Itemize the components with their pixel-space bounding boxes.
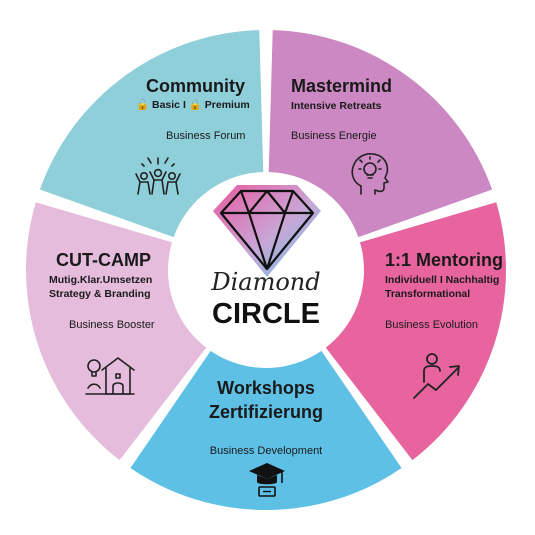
person-growth-icon bbox=[413, 353, 460, 399]
tier-basic: Basic bbox=[152, 99, 181, 111]
lock-closed-icon: 🔒 bbox=[188, 99, 202, 111]
head-lightbulb-icon bbox=[351, 153, 389, 195]
tier-premium: Premium bbox=[204, 99, 250, 111]
workshops-title-1: Workshops bbox=[217, 378, 315, 398]
mastermind-tagline: Business Energie bbox=[291, 130, 377, 142]
workshops-tagline: Business Development bbox=[209, 445, 323, 457]
mentoring-subtitle-1: Individuell I Nachhaltig bbox=[385, 274, 500, 286]
segment-community bbox=[39, 30, 264, 240]
mastermind-subtitle: Intensive Retreats bbox=[291, 100, 382, 112]
brand-script: Diamond bbox=[211, 268, 321, 296]
community-tiers: 🔓 Basic I 🔒 Premium bbox=[136, 98, 250, 112]
segment-workshops bbox=[130, 345, 402, 510]
mentoring-title: 1:1 Mentoring bbox=[385, 250, 504, 270]
mentoring-tagline: Business Evolution bbox=[385, 319, 478, 331]
mastermind-title: Mastermind bbox=[291, 76, 393, 96]
workshops-title-2: Zertifizierung bbox=[208, 402, 323, 422]
community-title: Community bbox=[146, 76, 245, 96]
brand-main: CIRCLE bbox=[212, 298, 320, 330]
segment-mentoring bbox=[322, 202, 507, 461]
tier-separator: I bbox=[182, 99, 186, 111]
segment-cutcamp bbox=[25, 202, 210, 461]
graduation-cap-icon bbox=[249, 463, 285, 497]
house-idea-icon bbox=[85, 357, 135, 395]
lock-open-icon: 🔓 bbox=[136, 99, 150, 111]
cutcamp-subtitle-1: Mutig.Klar.Umsetzen bbox=[49, 274, 153, 286]
mentoring-subtitle-2: Transformational bbox=[385, 288, 471, 300]
cutcamp-subtitle-2: Strategy & Branding bbox=[49, 288, 151, 300]
cutcamp-title: CUT-CAMP bbox=[56, 250, 151, 270]
celebration-icon bbox=[135, 157, 181, 195]
cutcamp-tagline: Business Booster bbox=[69, 319, 155, 331]
diamond-logo-icon bbox=[213, 185, 321, 277]
segment-mastermind bbox=[268, 30, 493, 240]
community-tagline: Business Forum bbox=[166, 130, 246, 142]
